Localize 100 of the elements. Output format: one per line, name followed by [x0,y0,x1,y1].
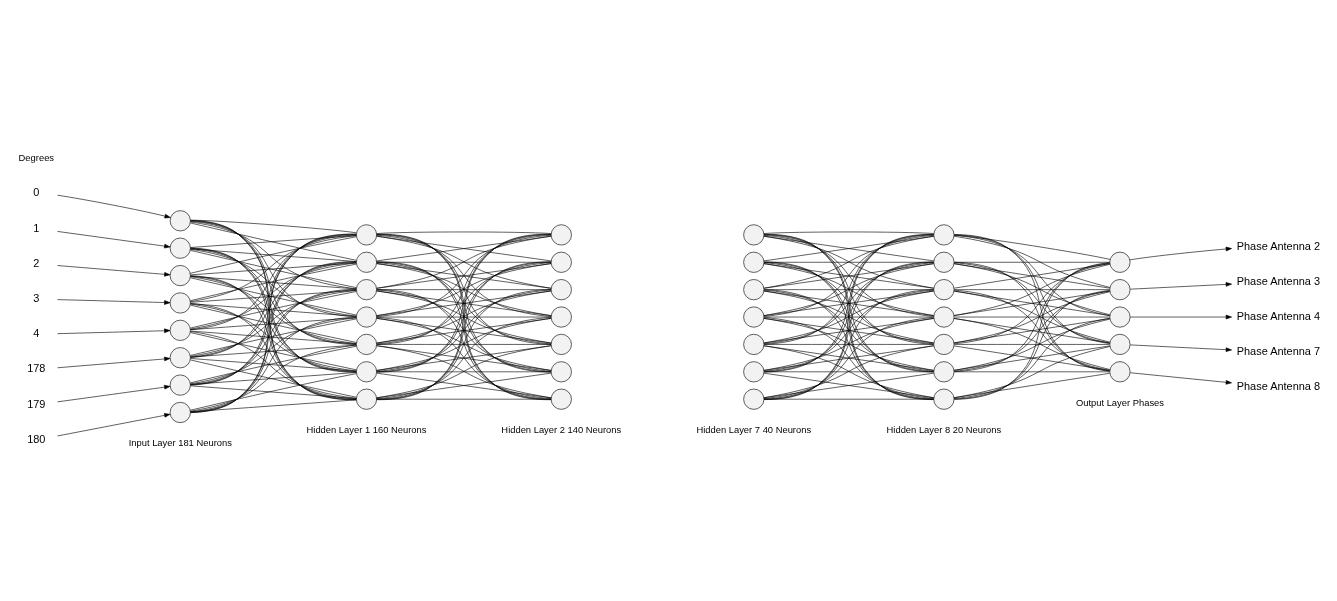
connector [376,235,552,289]
node-text: Phase Antenna 4 [1236,309,1321,322]
connector [190,263,357,301]
connector [190,317,357,384]
arrow [1130,314,1232,319]
node-circle [169,319,191,341]
connector [376,344,552,371]
connector [190,261,357,385]
connector [190,357,357,371]
node-circle [550,251,572,273]
connector [763,231,935,234]
connector [190,371,357,385]
node-circle [933,360,955,382]
connector [763,261,934,372]
node-circle [550,306,572,328]
arrow [57,194,171,218]
node-text: Phase Antenna 8 [1236,379,1321,392]
connector [190,288,357,413]
node-circle [550,388,572,410]
connector [953,372,1111,398]
connector [376,233,552,345]
connector [190,399,357,412]
connector [763,290,935,343]
connector [190,261,357,357]
arrow [57,264,171,277]
connector [190,235,357,274]
connector [376,316,552,399]
node-circle [169,237,191,259]
connector [190,288,357,385]
connector [190,359,357,398]
connector [953,235,1111,288]
connector [763,371,934,372]
node-text: 180 [27,432,46,445]
label: Hidden Layer 8 20 Neurons [886,424,1002,435]
connector [376,233,552,400]
connector [376,235,552,261]
connector [190,247,357,344]
connector [190,221,357,289]
connector [763,235,935,261]
connector [376,344,552,398]
connector [190,385,357,399]
node-text: Phase Antenna 2 [1236,239,1321,252]
connector [190,289,357,357]
connector [376,317,552,343]
connector [376,290,552,316]
node-circle [743,333,765,355]
connector [190,304,357,343]
node-text: 4 [33,326,40,339]
node-circle [1109,278,1131,300]
connector [190,219,357,233]
label: Degrees [18,152,55,163]
connector [190,234,357,330]
connector [190,276,357,315]
connector [953,289,1110,399]
connector [376,343,552,345]
connector [190,274,357,400]
node-circle [355,333,378,355]
node-circle [1109,360,1131,382]
connector [953,317,1110,399]
connector [954,316,1110,317]
arrow [1130,281,1232,289]
label: Hidden Layer 1 160 Neurons [306,424,427,435]
connector [190,331,357,370]
connector [954,371,1110,372]
node-circle [355,251,378,273]
node-text: 2 [33,256,40,269]
connector [763,261,934,344]
node-circle [169,264,191,286]
arrow [57,356,171,368]
connector [190,344,357,357]
connector [376,398,552,399]
connector [763,234,934,317]
connector [190,344,357,411]
connector [763,316,934,399]
connector [376,261,552,372]
connector [190,316,357,412]
node-circle [1109,306,1131,328]
connector [763,316,934,317]
node-circle [1109,333,1131,355]
node-circle [933,388,955,410]
node-text: 0 [33,185,40,198]
connector [953,262,1111,288]
node-circle [933,306,955,328]
connector [763,234,934,345]
node-circle [743,278,765,300]
node-circle [169,401,191,423]
node-circle [550,360,572,382]
connector [190,330,357,344]
connector [763,317,935,343]
connector [953,345,1111,371]
connector [190,302,357,317]
connector [376,289,552,372]
node-circle [355,360,378,382]
connector [190,234,357,302]
node-circle [355,388,378,410]
connector [763,372,935,398]
node-circle [1109,251,1131,273]
connector [190,275,357,344]
connector [953,317,1111,343]
arrow [57,230,171,248]
